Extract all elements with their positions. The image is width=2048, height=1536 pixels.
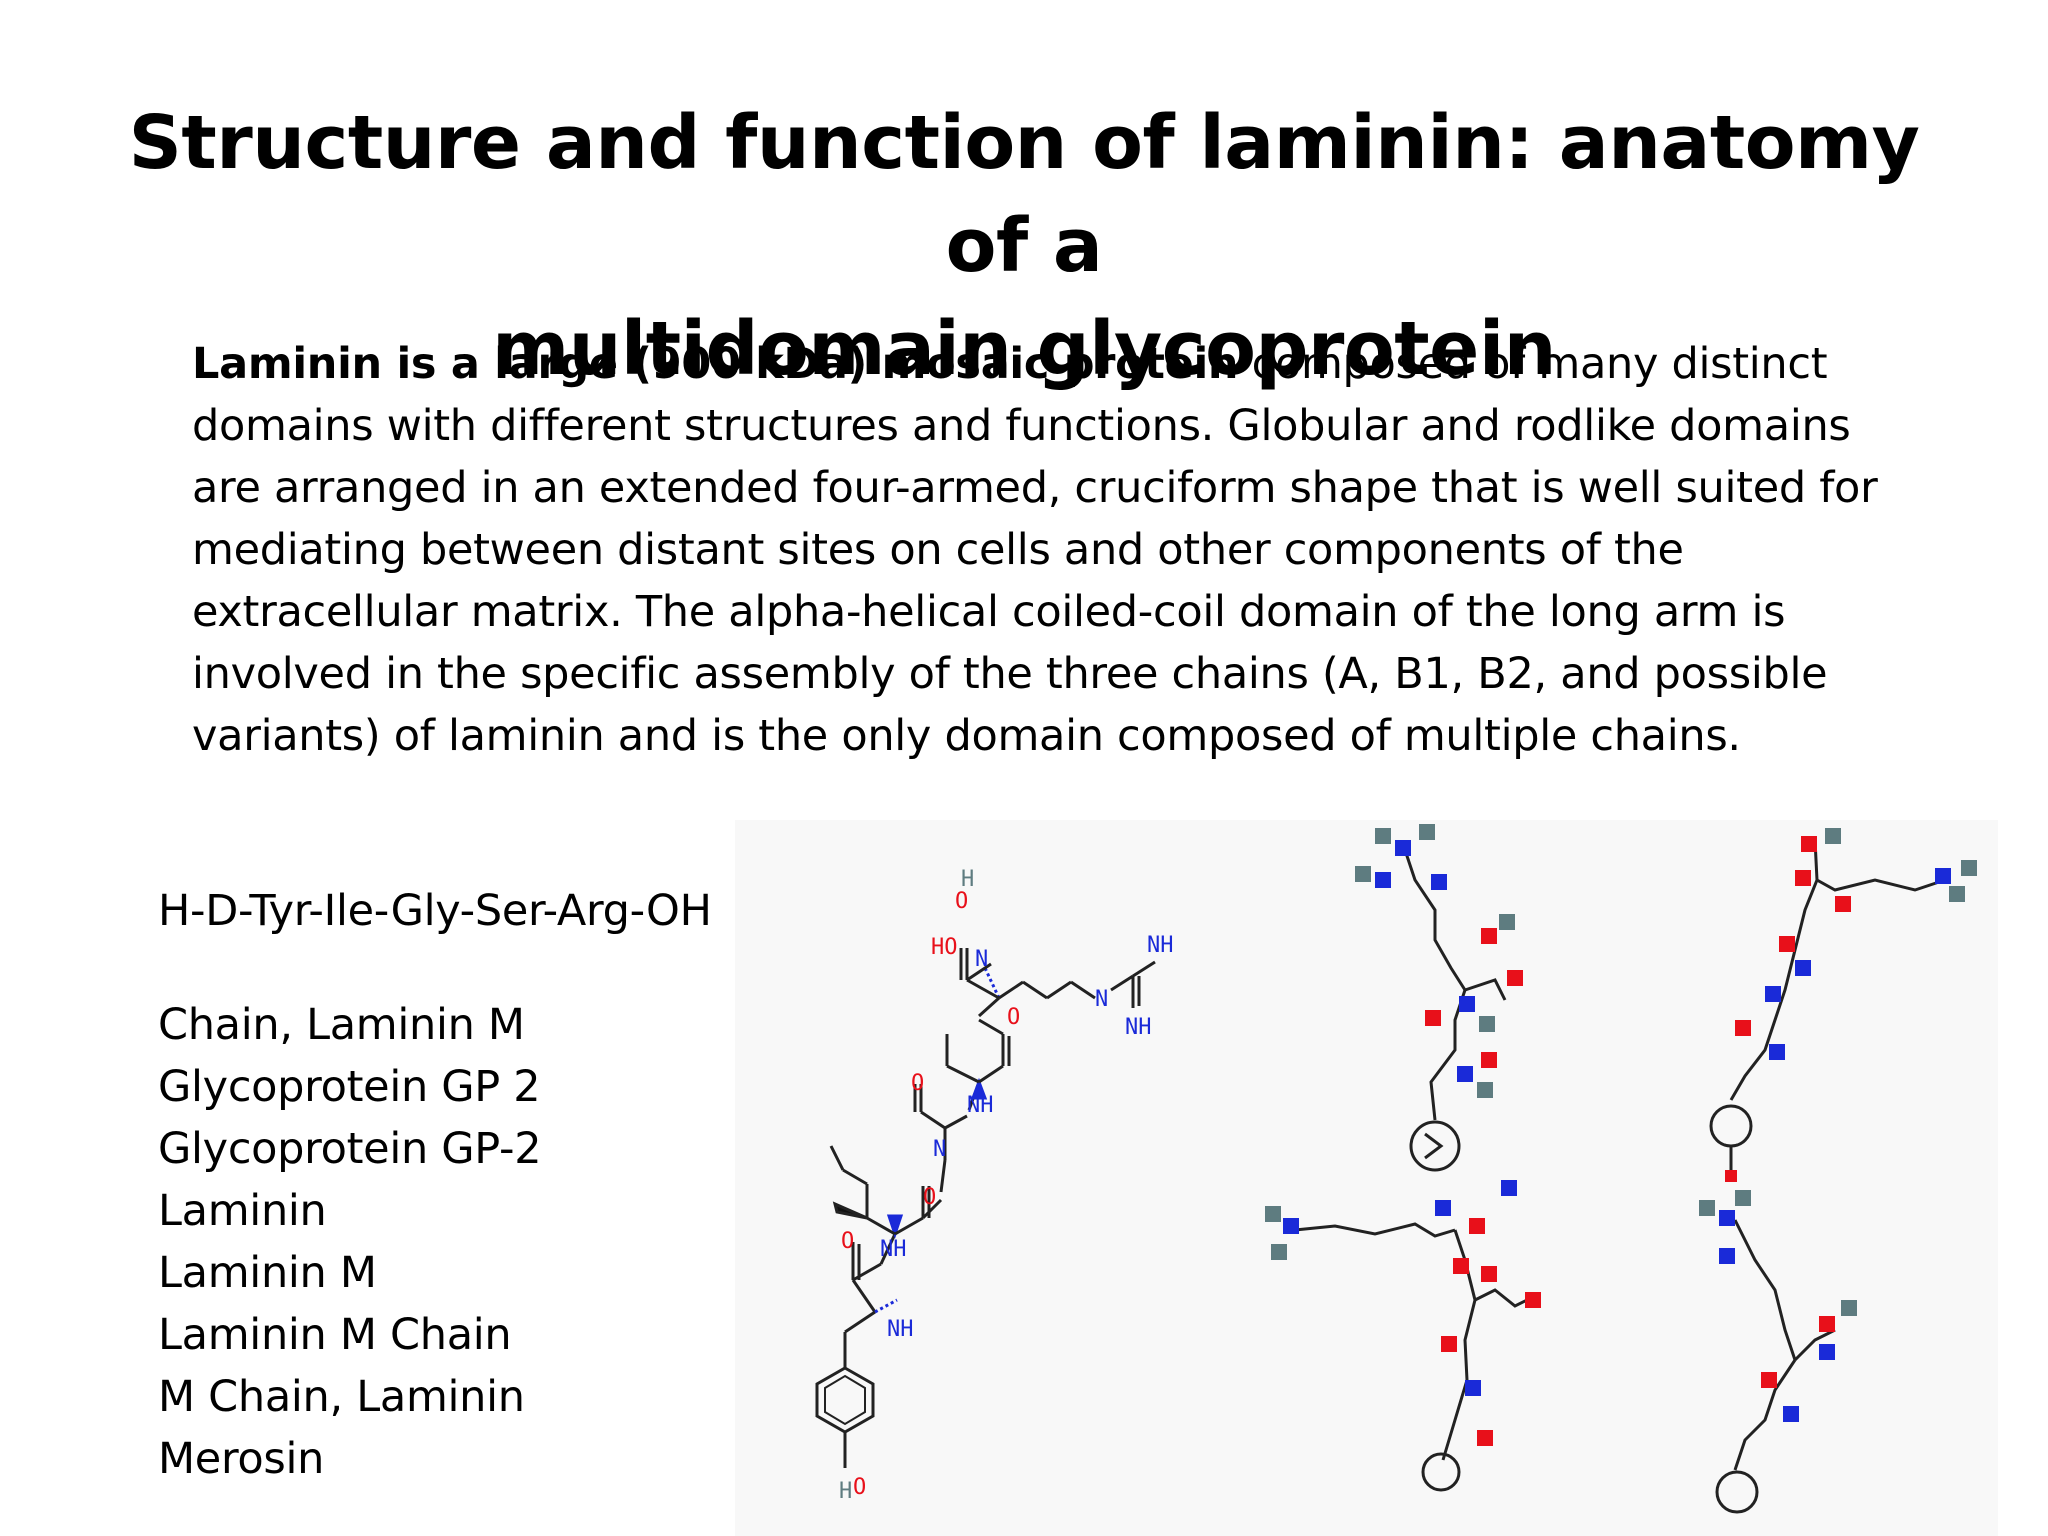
skeletal-atom-labels: H O NH O NH O N O NH O HO N H O N NH NH [839,867,1174,1504]
atom-label: N [1095,987,1108,1012]
skeletal-structure [815,948,1156,1468]
synonym-item: Laminin [158,1186,327,1236]
ball-stick-model-3 [1265,1180,1541,1492]
description-paragraph: Laminin is a large (900 kDa) mosaic prot… [192,333,1892,767]
peptide-sequence: H-D-Tyr-Ile-Gly-Ser-Arg-OH [158,886,712,936]
atom-label: O [923,1185,936,1210]
paragraph-line-1: Laminin is a large (900 kDa) mosaic prot… [192,333,1892,395]
paragraph-line-6: involved in the specific assembly of the… [192,649,1828,699]
paragraph-line-4: mediating between distant sites on cells… [192,525,1684,575]
synonym-item: Glycoprotein GP 2 [158,1062,541,1112]
title-line-2: multidomain glycoprotein [492,306,1556,392]
synonym-item: Chain, Laminin M [158,1000,525,1050]
atom-label: H [839,1479,852,1504]
synonym-list: H-D-Tyr-Ile-Gly-Ser-Arg-OH Chain, Lamini… [158,880,718,1490]
paragraph-line-3: are arranged in an extended four-armed, … [192,463,1878,513]
paragraph-line-7: variants) of laminin and is the only dom… [192,711,1741,761]
atom-spheres [1699,1190,1857,1422]
atom-spheres [1355,824,1523,1098]
synonym-item: Laminin M [158,1248,377,1298]
atom-label: O [911,1071,924,1096]
atom-label: NH [887,1317,914,1342]
title-line-1: Structure and function of laminin: anato… [128,100,1920,289]
atom-label: N [933,1137,946,1162]
synonym-item: M Chain, Laminin [158,1372,525,1422]
atom-label: O [1007,1005,1020,1030]
atom-spheres [1265,1180,1541,1446]
atom-label: NH [1125,1015,1152,1040]
atom-label: NH [967,1093,994,1118]
structures-svg: H O NH O NH O N O NH O HO N H O N NH NH [815,824,1977,1514]
paragraph-line-5: extracellular matrix. The alpha-helical … [192,587,1786,637]
synonym-item: Merosin [158,1434,325,1484]
atom-label: O [853,1475,866,1500]
paragraph-bold-lead: Laminin is a large (900 kDa) mosaic prot… [192,339,1239,389]
ball-stick-model-1 [1355,824,1523,1172]
atom-label: N [975,947,988,972]
ball-stick-model-2 [1709,828,1977,1182]
atom-label: NH [880,1237,907,1262]
synonym-item: Glycoprotein GP-2 [158,1124,542,1174]
ball-stick-model-4 [1699,1190,1857,1514]
atom-label: O [841,1229,854,1254]
paragraph-line-1-rest: composed of many distinct [1238,339,1828,389]
slide-title: Structure and function of laminin: anato… [80,92,1968,401]
synonym-item: Laminin M Chain [158,1310,512,1360]
atom-label: NH [1147,933,1174,958]
molecular-structures-image: H O NH O NH O N O NH O HO N H O N NH NH [735,820,1998,1536]
atom-label: HO [931,935,958,960]
paragraph-line-2: domains with different structures and fu… [192,401,1851,451]
atom-spheres [1725,828,1977,1182]
atom-label: O [955,889,968,914]
atom-label: H [961,867,974,892]
